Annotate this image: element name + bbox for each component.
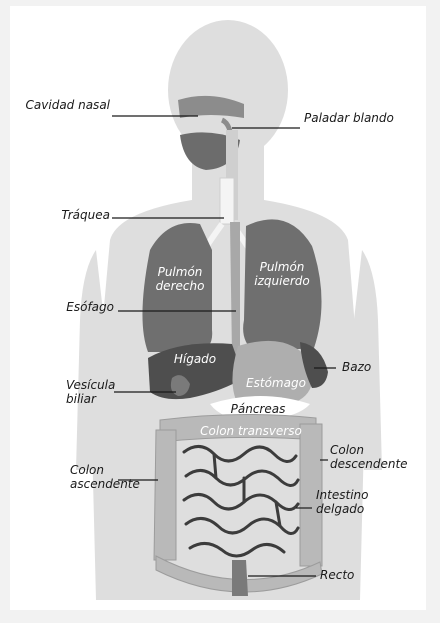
- label-traquea: Tráquea: [14, 208, 110, 222]
- organ-label-pulmon-derecho: Pulmón derecho: [152, 265, 208, 293]
- label-cavidad-nasal: Cavidad nasal: [14, 98, 110, 112]
- label-colon-descendente: Colon descendente: [330, 443, 408, 471]
- organ-label-colon-transverso: Colon transverso: [196, 424, 306, 438]
- label-recto: Recto: [320, 568, 354, 582]
- label-intestino-delgado: Intestino delgado: [316, 488, 368, 516]
- label-colon-ascendente: Colon ascendente: [70, 463, 140, 491]
- rectum-shape: [232, 560, 248, 596]
- organ-label-higado: Hígado: [170, 352, 220, 366]
- organ-label-estomago: Estómago: [246, 376, 306, 390]
- label-paladar-blando: Paladar blando: [304, 111, 394, 125]
- organ-label-pulmon-izquierdo: Pulmón izquierdo: [250, 260, 314, 288]
- label-bazo: Bazo: [342, 360, 371, 374]
- organ-label-pancreas: Páncreas: [226, 402, 290, 416]
- label-vesicula-biliar: Vesícula biliar: [66, 378, 115, 406]
- label-esofago: Esófago: [14, 300, 114, 314]
